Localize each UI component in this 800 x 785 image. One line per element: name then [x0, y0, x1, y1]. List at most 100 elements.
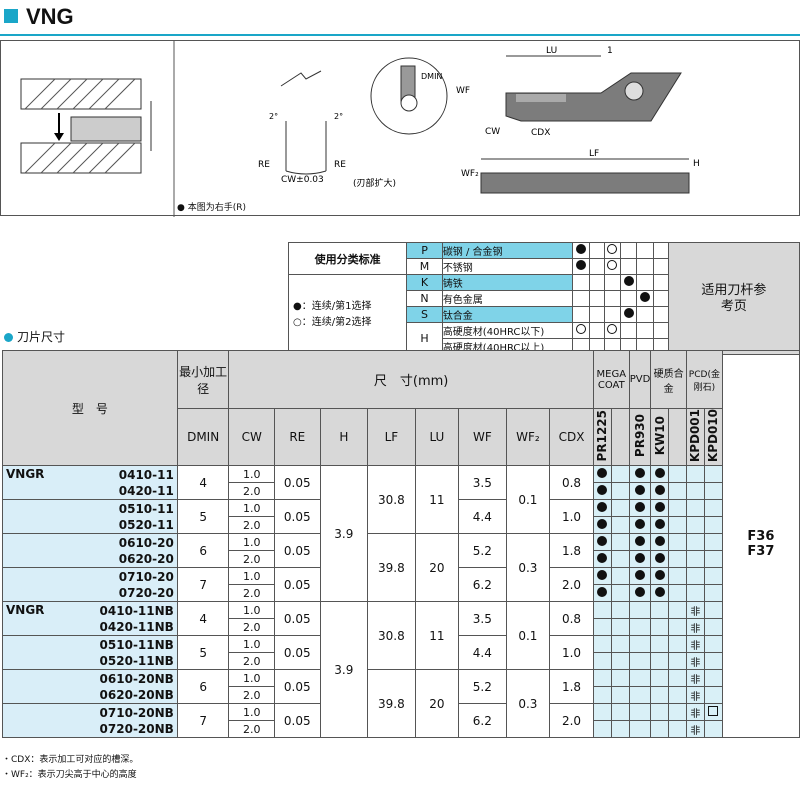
cw-value: 2.0	[228, 550, 275, 569]
class-code-m: M	[406, 258, 443, 275]
col-header-lu: LU	[414, 407, 460, 467]
class-name-n: 有色金属	[441, 290, 574, 307]
legend-second-choice: ○：连续/第2选择	[293, 316, 372, 328]
wf-value: 6.2	[458, 567, 507, 603]
non-standard-mark: 非	[690, 640, 701, 652]
pcd-header: PCD(金刚石)	[685, 350, 723, 409]
cdx-value: 2.0	[549, 703, 594, 739]
lf-value: 30.8	[367, 465, 416, 535]
dot-black-icon	[623, 276, 634, 286]
re-value: 0.05	[273, 465, 321, 501]
angle-label-1: 2°	[269, 112, 278, 121]
wf-value: 3.5	[458, 601, 507, 637]
wf-value: 4.4	[458, 499, 507, 535]
dmin-value: 7	[176, 567, 230, 603]
cw-value: 2.0	[228, 482, 275, 501]
dot-black-icon	[654, 468, 665, 479]
tool-diagram: 2° 2° RE RE CW±0.03 (刃部扩大) DMIN LU 1 WF …	[0, 40, 800, 217]
re-label-2: RE	[334, 160, 346, 170]
cw-value: 1.0	[228, 635, 275, 654]
dot-black-icon	[597, 485, 608, 496]
footnote-wf2: ・WF₂：表示刀尖高于中心的高度	[2, 770, 137, 780]
cw-value: 1.0	[228, 669, 275, 688]
dot-black-icon	[654, 519, 665, 530]
re-value: 0.05	[273, 669, 321, 705]
h-value: 3.9	[319, 601, 369, 739]
dot-white-icon	[607, 260, 618, 270]
re-value: 0.05	[273, 635, 321, 671]
lu-value: 11	[414, 465, 460, 535]
dot-black-icon	[654, 502, 665, 513]
cw-value: 2.0	[228, 516, 275, 535]
dmin-value: 5	[176, 499, 230, 535]
wf2-label: WF₂	[461, 169, 479, 179]
lf-value: 39.8	[367, 669, 416, 739]
dot-black-icon	[635, 468, 646, 479]
cw-value: 1.0	[228, 601, 275, 620]
dot-black-icon	[597, 502, 608, 513]
grade-g2: PR930	[628, 407, 652, 467]
col-header-wf: WF	[458, 407, 507, 467]
section-label: 刀片尺寸	[4, 328, 65, 345]
wf-value: 5.2	[458, 669, 507, 705]
re-label-1: RE	[258, 160, 270, 170]
col-header-dmin: DMIN	[176, 407, 230, 467]
non-standard-mark: 非	[690, 725, 701, 737]
wf2-value: 0.3	[505, 533, 551, 603]
cdx-value: 0.8	[549, 465, 594, 501]
cw-value: 1.0	[228, 465, 275, 484]
dot-black-icon	[576, 260, 587, 270]
dot-black-icon	[597, 553, 608, 564]
class-name-h1: 高硬度材(40HRC以下)	[441, 322, 574, 339]
non-standard-mark: 非	[690, 708, 701, 720]
dot-black-icon	[597, 468, 608, 479]
dmin-value: 4	[176, 465, 230, 501]
lf-label: LF	[589, 149, 599, 159]
non-standard-mark: 非	[690, 623, 701, 635]
pvd-header: PVD	[628, 350, 652, 409]
wf-value: 4.4	[458, 635, 507, 671]
dot-black-icon	[635, 536, 646, 547]
wf2-value: 0.3	[505, 669, 551, 739]
tool-drawing: 2° 2° RE RE CW±0.03 (刃部扩大) DMIN LU 1 WF …	[20, 41, 700, 217]
dot-white-icon	[576, 324, 587, 334]
classification-header: 使用分类标准	[287, 242, 408, 275]
dot-black-icon	[597, 587, 608, 598]
cdx-value: 1.8	[549, 533, 594, 569]
class-name-p: 碳钢 / 合金钢	[441, 242, 574, 259]
dot-black-icon	[635, 587, 646, 598]
dot-black-icon	[654, 587, 665, 598]
bullet-icon	[4, 333, 13, 342]
cdx-label: CDX	[531, 128, 550, 138]
cw-value: 2.0	[228, 686, 275, 705]
dmin-label: DMIN	[421, 72, 442, 81]
dot-black-icon	[654, 570, 665, 581]
model-header: 型 号	[2, 349, 178, 467]
classification-table: 使用分类标准 P 碳钢 / 合金钢 适用刀杆参考页 M 不锈钢 ●：连续/第1选…	[287, 242, 800, 355]
lu-value: 20	[414, 669, 460, 739]
non-standard-mark: 非	[690, 606, 701, 618]
re-value: 0.05	[273, 601, 321, 637]
col-header-wf2: WF₂	[505, 407, 551, 467]
cw-value: 2.0	[228, 618, 275, 637]
col-header-h: H	[319, 407, 369, 467]
class-code-p: P	[406, 242, 443, 259]
lf-value: 39.8	[367, 533, 416, 603]
mega-header: MEGA COAT	[592, 350, 630, 409]
cw-value: 2.0	[228, 652, 275, 671]
lf-value: 30.8	[367, 601, 416, 671]
dot-black-icon	[654, 553, 665, 564]
cdx-value: 1.0	[549, 635, 594, 671]
dot-black-icon	[635, 519, 646, 530]
title-square-icon	[4, 9, 18, 23]
cw-value: 1.0	[228, 499, 275, 518]
wf2-value: 0.1	[505, 601, 551, 671]
right-hand-note: ● 本图为右手(R)	[177, 203, 246, 213]
cdx-value: 2.0	[549, 567, 594, 603]
class-code-s: S	[406, 306, 443, 323]
dot-black-icon	[635, 502, 646, 513]
grade-g3: KW10	[650, 407, 670, 467]
ref-pages: F36 F37	[721, 349, 800, 739]
